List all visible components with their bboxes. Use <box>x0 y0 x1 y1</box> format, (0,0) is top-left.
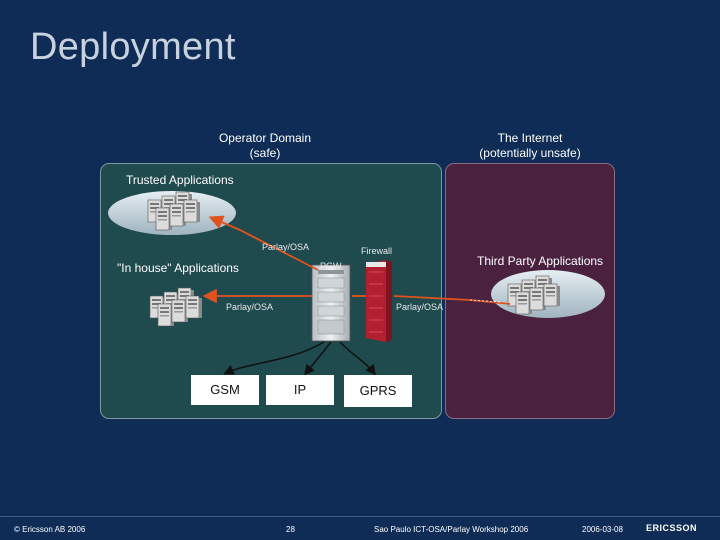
internet-heading: The Internet (potentially unsafe) <box>465 131 595 161</box>
pgw-rack-icon <box>311 264 351 342</box>
pgw-to-gprs-link <box>339 341 376 376</box>
network-box-gprs: GPRS <box>344 375 412 407</box>
pgw-label: PGW <box>320 261 342 271</box>
pgw-to-gsm-link <box>223 341 325 375</box>
parlay-osa-label-trusted: Parlay/OSA <box>262 242 310 252</box>
firewall-icon <box>366 260 392 342</box>
footer-divider <box>0 516 720 517</box>
pgw-to-ip-link <box>304 341 332 376</box>
footer-event: Sao Paulo ICT-OSA/Parlay Workshop 2006 <box>374 525 529 534</box>
internet-dashed-link <box>469 299 501 303</box>
trusted-to-pgw-arrow <box>208 215 319 271</box>
operator-heading-line2: (safe) <box>249 146 281 160</box>
operator-domain-heading: Operator Domain (safe) <box>205 131 325 161</box>
inhouse-apps-servers-icon <box>150 288 202 326</box>
slide-title: Deployment <box>30 26 236 68</box>
firewall-label: Firewall <box>361 246 393 256</box>
ericsson-logo: ERICSSON <box>646 523 698 533</box>
footer: © Ericsson AB 2006 28 Sao Paulo ICT-OSA/… <box>0 517 720 540</box>
footer-copyright: © Ericsson AB 2006 <box>14 525 86 534</box>
parlay-osa-label-third-party: Parlay/OSA <box>396 302 444 312</box>
internet-heading-line1: The Internet <box>497 131 563 145</box>
footer-date: 2006-03-08 <box>582 525 623 534</box>
third-party-apps-label: Third Party Applications <box>477 254 604 268</box>
inhouse-apps-label: "In house" Applications <box>117 261 239 275</box>
footer-page-number: 28 <box>286 525 295 534</box>
network-box-ip: IP <box>266 375 334 405</box>
operator-heading-line1: Operator Domain <box>218 131 312 145</box>
network-box-gsm: GSM <box>191 375 259 405</box>
internet-heading-line2: (potentially unsafe) <box>479 146 581 160</box>
parlay-osa-label-inhouse: Parlay/OSA <box>226 302 274 312</box>
trusted-apps-label: Trusted Applications <box>126 173 234 187</box>
